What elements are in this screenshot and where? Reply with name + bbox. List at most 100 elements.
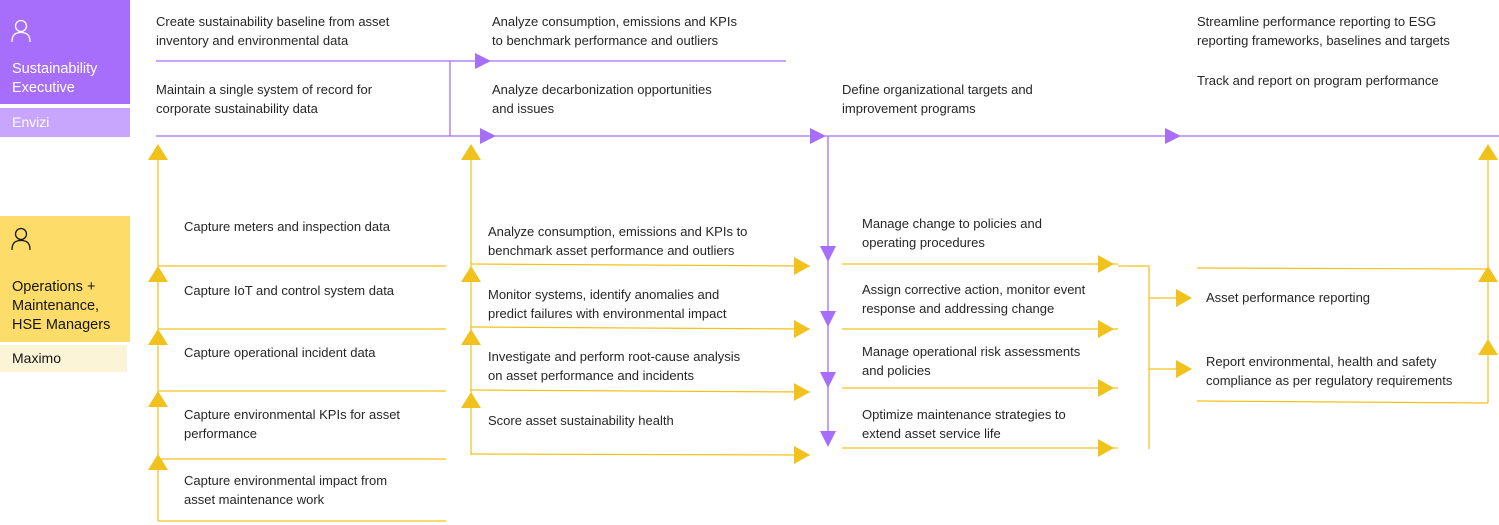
step-text: corporate sustainability data: [156, 101, 318, 116]
step-label: Create sustainability baseline from asse…: [156, 12, 389, 50]
arrow-up: [461, 144, 481, 160]
arrow-right: [810, 128, 826, 144]
step-text: Monitor systems, identify anomalies and: [488, 287, 720, 302]
step-text: performance: [184, 426, 257, 441]
step-text: asset maintenance work: [184, 492, 325, 507]
step-label: Asset performance reporting: [1206, 288, 1370, 307]
step-label: Manage change to policies and operating …: [862, 214, 1042, 252]
operations-flow-lines: [157, 152, 1489, 522]
arrow-right: [1098, 320, 1114, 338]
arrow-up: [1478, 339, 1498, 355]
user-icon: [11, 19, 31, 43]
step-text: reporting frameworks, baselines and targ…: [1197, 33, 1450, 48]
step-text: Capture environmental KPIs for asset: [184, 407, 401, 422]
step-text: Manage change to policies and: [862, 216, 1042, 231]
arrow-down: [820, 246, 836, 262]
step-label: Analyze consumption, emissions and KPIs …: [492, 12, 737, 50]
step-text: Capture meters and inspection data: [184, 219, 390, 234]
envizi-product-label: Envizi: [0, 108, 130, 137]
product-name: Envizi: [12, 114, 50, 130]
arrow-up: [148, 391, 168, 407]
role-title-line: Executive: [12, 80, 75, 96]
step-text: Manage operational risk assessments: [862, 344, 1081, 359]
arrow-up: [148, 144, 168, 160]
step-text: Score asset sustainability health: [488, 413, 674, 428]
step-label: Maintain a single system of record for c…: [156, 80, 372, 118]
step-text: Optimize maintenance strategies to: [862, 407, 1066, 422]
step-text: on asset performance and incidents: [488, 368, 694, 383]
arrow-right: [794, 383, 810, 401]
arrow-up: [148, 329, 168, 345]
step-text: Create sustainability baseline from asse…: [156, 14, 390, 29]
step-text: Analyze consumption, emissions and KPIs: [492, 14, 737, 29]
step-text: improvement programs: [842, 101, 976, 116]
step-text: benchmark asset performance and outliers: [488, 243, 735, 258]
step-text: response and addressing change: [862, 301, 1055, 316]
step-label: Assign corrective action, monitor event …: [862, 280, 1085, 318]
step-label: Capture operational incident data: [184, 343, 376, 362]
step-text: Capture environmental impact from: [184, 473, 388, 488]
step-label: Score asset sustainability health: [488, 411, 674, 430]
role-title-line: Sustainability: [12, 61, 98, 77]
arrow-down: [820, 372, 836, 388]
step-label: Analyze consumption, emissions and KPIs …: [488, 222, 747, 260]
arrow-right: [480, 128, 496, 144]
step-label: Capture environmental KPIs for asset per…: [184, 405, 400, 443]
step-label: Capture environmental impact from asset …: [184, 471, 387, 509]
arrow-right: [794, 320, 810, 338]
step-text: extend asset service life: [862, 426, 1001, 441]
arrow-up: [1478, 266, 1498, 282]
arrow-down: [820, 431, 836, 447]
step-label: Analyze decarbonization opportunities an…: [492, 80, 712, 118]
step-label: Define organizational targets and improv…: [842, 80, 1033, 118]
step-text: Streamline performance reporting to ESG: [1197, 14, 1437, 29]
arrow-right: [1098, 379, 1114, 397]
operations-flow-arrows: [148, 144, 1498, 470]
step-text: Asset performance reporting: [1206, 290, 1371, 305]
sustainability-executive-role: Sustainability Executive: [0, 0, 130, 104]
arrow-right: [1098, 439, 1114, 457]
step-text: Capture operational incident data: [184, 345, 376, 360]
step-text: and policies: [862, 363, 931, 378]
arrow-right: [794, 446, 810, 464]
step-text: Investigate and perform root-cause analy…: [488, 349, 741, 364]
arrow-up: [148, 454, 168, 470]
step-text: operating procedures: [862, 235, 985, 250]
step-text: to benchmark performance and outliers: [492, 33, 719, 48]
arrow-up: [1478, 144, 1498, 160]
step-label: Monitor systems, identify anomalies and …: [488, 285, 726, 323]
step-text: inventory and environmental data: [156, 33, 349, 48]
step-text: Assign corrective action, monitor event: [862, 282, 1086, 297]
step-text: Track and report on program performance: [1197, 73, 1439, 88]
step-label: Streamline performance reporting to ESG …: [1197, 12, 1450, 50]
arrow-right: [794, 257, 810, 275]
step-label: Optimize maintenance strategies to exten…: [862, 405, 1066, 443]
arrow-up: [461, 392, 481, 408]
step-label: Report environmental, health and safety …: [1206, 352, 1452, 390]
user-icon: [11, 227, 31, 251]
step-text: compliance as per regulatory requirement…: [1206, 373, 1453, 388]
step-label: Investigate and perform root-cause analy…: [488, 347, 740, 385]
arrow-right: [475, 53, 491, 69]
step-label: Capture meters and inspection data: [184, 217, 390, 236]
arrow-down: [820, 311, 836, 327]
role-title-line: Operations +: [12, 279, 96, 295]
executive-flow-arrows: [475, 53, 1181, 447]
step-label: Manage operational risk assessments and …: [862, 342, 1080, 380]
arrow-right: [1176, 289, 1192, 307]
arrow-up: [461, 329, 481, 345]
operations-role: Operations + Maintenance, HSE Managers: [0, 216, 130, 342]
step-label: Capture IoT and control system data: [184, 281, 394, 300]
role-title-line: HSE Managers: [12, 317, 111, 333]
maximo-product-label: Maximo: [0, 345, 127, 372]
step-text: Maintain a single system of record for: [156, 82, 373, 97]
step-label: Track and report on program performance: [1197, 71, 1439, 90]
step-text: Define organizational targets and: [842, 82, 1033, 97]
arrow-right: [1165, 128, 1181, 144]
arrow-up: [461, 266, 481, 282]
arrow-up: [148, 266, 168, 282]
step-text: Analyze consumption, emissions and KPIs …: [488, 224, 748, 239]
step-text: predict failures with environmental impa…: [488, 306, 727, 321]
role-title-line: Maintenance,: [12, 298, 100, 314]
